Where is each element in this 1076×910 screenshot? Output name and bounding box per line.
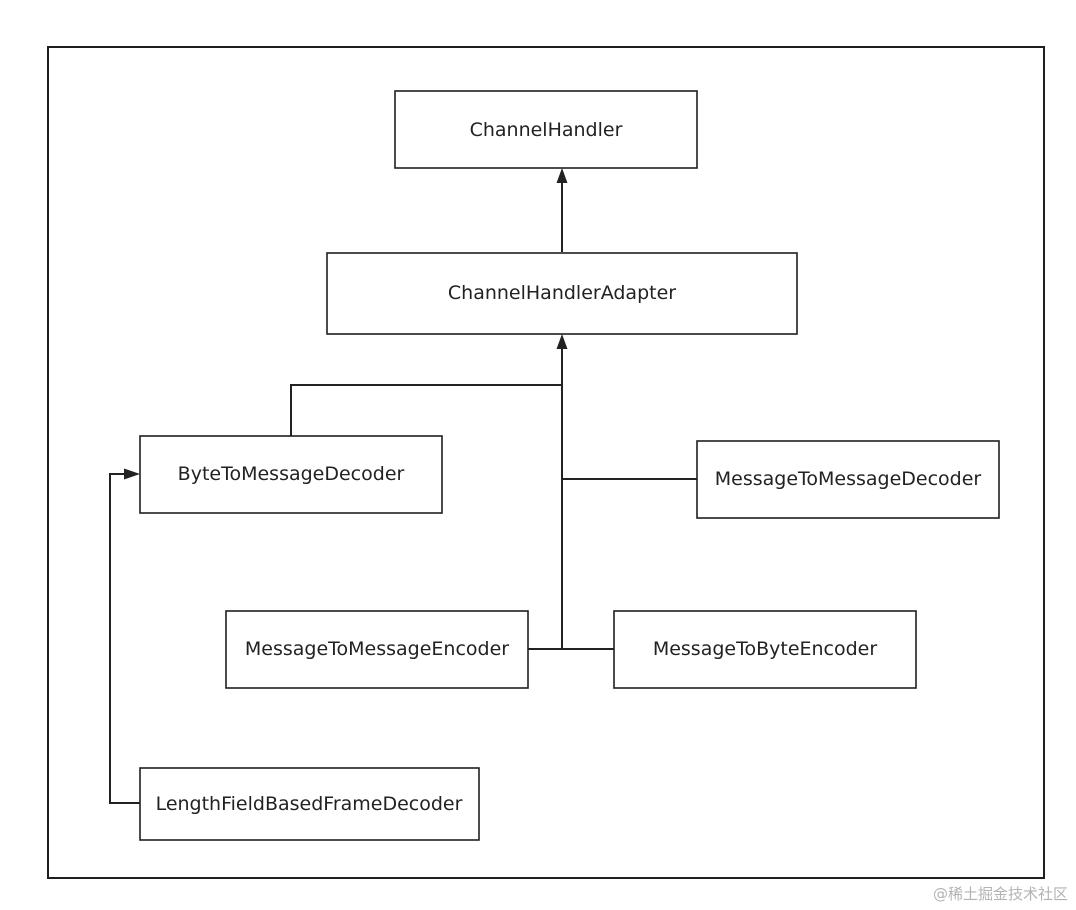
node-message-to-byte-encoder: MessageToByteEncoder (613, 610, 917, 689)
node-message-to-message-decoder: MessageToMessageDecoder (696, 440, 1000, 519)
node-box (225, 610, 529, 689)
node-box (394, 90, 698, 169)
arrowhead-handler (556, 168, 568, 183)
node-label: ChannelHandlerAdapter (448, 282, 676, 304)
edge-byte-to-message-decoder (290, 384, 562, 436)
arrowhead-byte-decoder (124, 468, 140, 480)
node-channel-handler: ChannelHandler (394, 90, 698, 169)
node-label: LengthFieldBasedFrameDecoder (156, 793, 463, 815)
edges (109, 168, 697, 804)
node-box (326, 252, 798, 335)
node-byte-to-message-decoder: ByteToMessageDecoder (139, 435, 443, 514)
node-label: MessageToMessageEncoder (245, 638, 509, 660)
arrowhead-adapter (556, 334, 568, 349)
node-box (696, 440, 1000, 519)
node-label: ChannelHandler (470, 119, 623, 141)
node-label: MessageToByteEncoder (653, 638, 878, 660)
node-label: MessageToMessageDecoder (715, 468, 982, 490)
node-length-field-based-frame-decoder: LengthFieldBasedFrameDecoder (139, 767, 480, 841)
node-message-to-message-encoder: MessageToMessageEncoder (225, 610, 529, 689)
node-box (139, 767, 480, 841)
watermark: @稀土掘金技术社区 (933, 885, 1068, 903)
node-label: ByteToMessageDecoder (178, 463, 405, 485)
node-box (139, 435, 443, 514)
node-channel-handler-adapter: ChannelHandlerAdapter (326, 252, 798, 335)
node-box (613, 610, 917, 689)
edge-length-field-to-byte-decoder (109, 473, 140, 804)
